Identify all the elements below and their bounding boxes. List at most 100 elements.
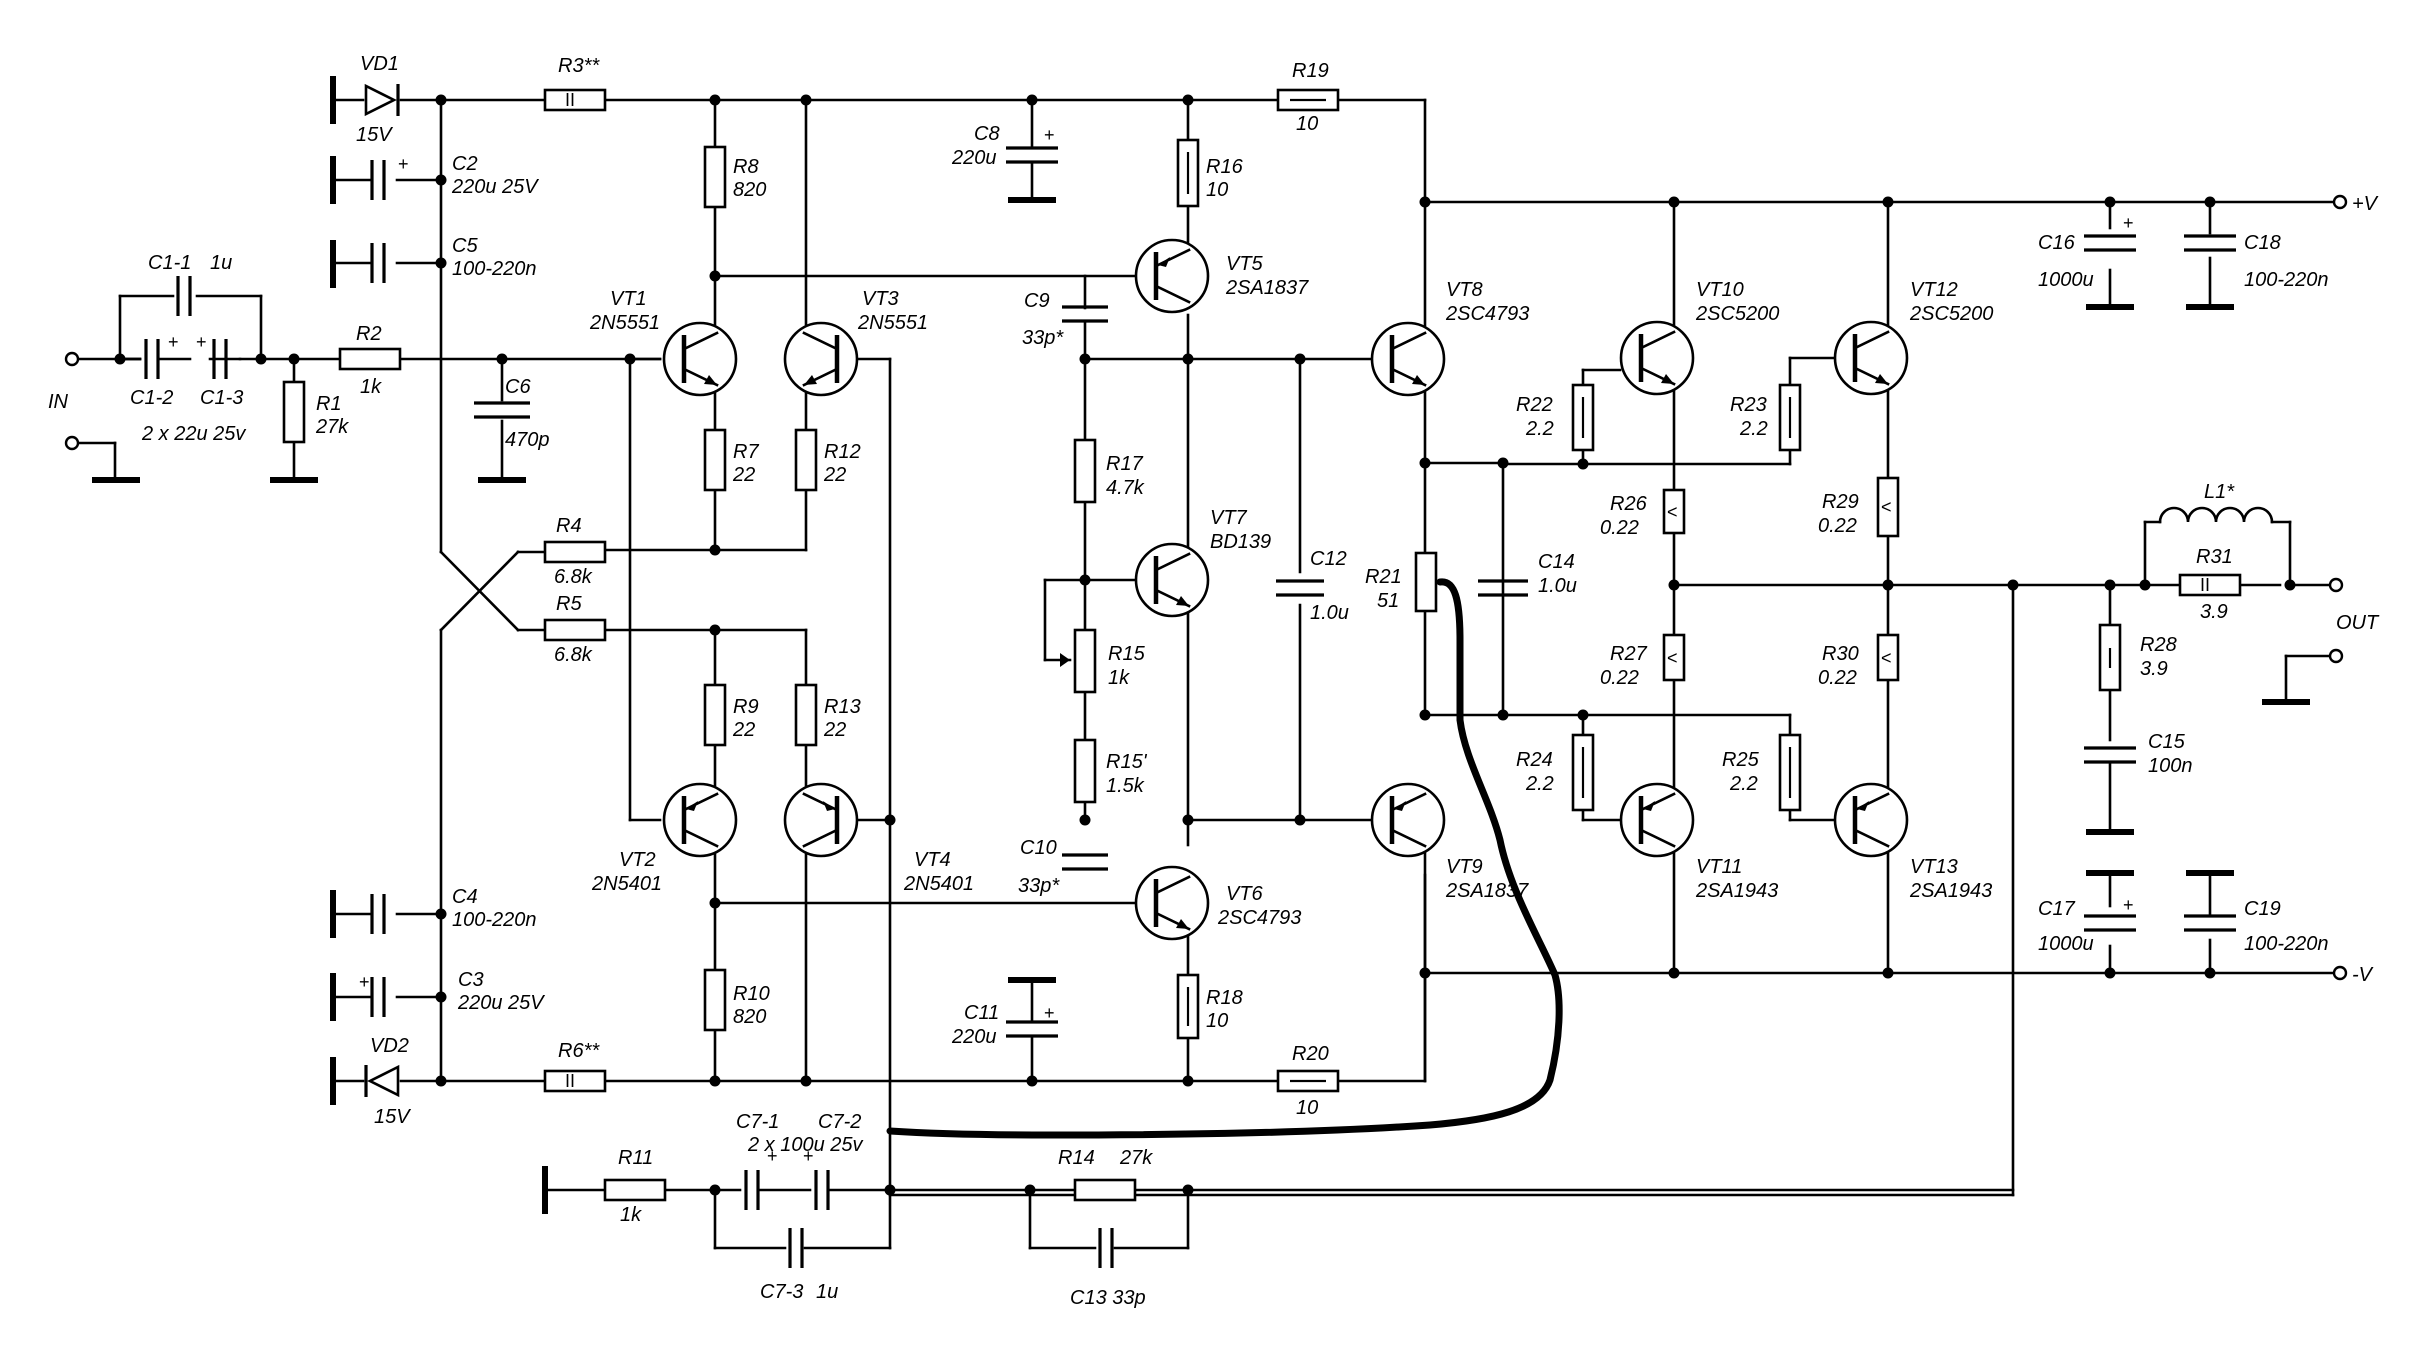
label-vt1: VT1 [610,288,647,310]
label-c6: C6 [505,376,531,398]
label-r31-value: 3.9 [2200,601,2228,623]
label-vt7: VT7 [1210,507,1248,529]
terminals [64,194,2348,981]
diode-vd2 [364,1064,400,1098]
transistors [664,240,1907,939]
label-r3: R3** [558,55,600,77]
label-c5: C5 [452,235,478,257]
label-c19: C19 [2244,898,2281,920]
label-c15-value: 100n [2148,755,2193,777]
svg-text:+: + [1044,1003,1055,1023]
label-r2: R2 [356,323,382,345]
label-c7-2: C7-2 [818,1111,861,1133]
label-r25: R25 [1722,749,1760,771]
label-vt2-value: 2N5401 [591,873,662,895]
label-vt8-value: 2SC4793 [1445,303,1529,325]
label-c9: C9 [1024,290,1050,312]
label-r19-value: 10 [1296,113,1318,135]
label-r16-value: 10 [1206,179,1228,201]
label-r21: R21 [1365,566,1402,588]
svg-text:II: II [565,1071,575,1091]
label-r5-value: 6.8k [554,644,593,666]
label-r13-value: 22 [823,719,846,741]
label-c3-value: 220u 25V [457,992,545,1014]
svg-text:+: + [1044,125,1055,145]
label-vd1-value: 15V [356,124,393,146]
label-r17-value: 4.7k [1106,477,1145,499]
label-r24-value: 2.2 [1525,773,1554,795]
label-c2: C2 [452,153,478,175]
label-r28-value: 3.9 [2140,658,2168,680]
label-r4: R4 [556,515,582,537]
label-out: OUT [2336,612,2380,634]
diode-vd1 [364,83,400,117]
label-c10-value: 33p* [1018,875,1060,897]
label-c16-value: 1000u [2038,269,2094,291]
svg-text:II: II [565,90,575,110]
label-r29: R29 [1822,491,1859,513]
label-r10-value: 820 [733,1006,766,1028]
label-r8-value: 820 [733,179,766,201]
label-c16: C16 [2038,232,2076,254]
label-vt7-value: BD139 [1210,531,1271,553]
label-c11-value: 220u [951,1026,997,1048]
label-r30-value: 0.22 [1818,667,1857,689]
ground-bars [92,76,2310,1214]
label-vt11: VT11 [1696,856,1742,878]
label-c9-value: 33p* [1022,327,1064,349]
svg-text:<: < [1881,497,1892,517]
label-c4-value: 100-220n [452,909,537,931]
label-r17: R17 [1106,453,1144,475]
svg-text:+: + [359,972,370,992]
label-r28: R28 [2140,634,2177,656]
label-r20-value: 10 [1296,1097,1318,1119]
label-c13: C13 33p [1070,1287,1146,1309]
label-c18-value: 100-220n [2244,269,2329,291]
svg-text:+: + [2123,895,2134,915]
label-r9-value: 22 [732,719,755,741]
svg-text:+: + [398,154,409,174]
label-c5-value: 100-220n [452,258,537,280]
label-vt8: VT8 [1446,279,1483,301]
label-in: IN [48,391,69,413]
label-vt9-value: 2SA1837 [1445,880,1529,902]
label-c1-note: 2 x 22u 25v [141,423,246,445]
label-vt9: VT9 [1446,856,1483,878]
label-r15p-value: 1.5k [1106,775,1145,797]
svg-text:+: + [2123,213,2134,233]
label-r29-value: 0.22 [1818,515,1857,537]
label-vneg: -V [2352,964,2374,986]
label-c7-note: 2 x 100u 25v [747,1134,864,1156]
label-c12-value: 1.0u [1310,602,1349,624]
label-vt3: VT3 [862,288,899,310]
label-vt12-value: 2SC5200 [1909,303,1993,325]
label-r31: R31 [2196,546,2233,568]
label-vt5: VT5 [1226,253,1264,275]
label-r1-value: 27k [315,416,349,438]
label-vpos: +V [2352,193,2379,215]
label-r10: R10 [733,983,770,1005]
label-r18-value: 10 [1206,1010,1228,1032]
label-c18: C18 [2244,232,2281,254]
label-vt3-value: 2N5551 [857,312,928,334]
label-r27: R27 [1610,643,1648,665]
label-c12: C12 [1310,548,1347,570]
resistors: II II II < < < < [282,88,2242,1202]
svg-text:<: < [1667,648,1678,668]
label-r20: R20 [1292,1043,1329,1065]
label-r26-value: 0.22 [1600,517,1639,539]
label-vt6: VT6 [1226,883,1264,905]
label-r6: R6** [558,1040,600,1062]
label-vt2: VT2 [619,849,656,871]
label-r4-value: 6.8k [554,566,593,588]
label-c17-value: 1000u [2038,933,2094,955]
svg-text:+: + [767,1146,778,1166]
label-r13: R13 [824,696,861,718]
label-vd2-value: 15V [374,1106,411,1128]
label-r26: R26 [1610,493,1648,515]
label-r2-value: 1k [360,376,382,398]
label-vt4: VT4 [914,849,951,871]
label-vt13: VT13 [1910,856,1958,878]
label-c1-1-value: 1u [210,252,232,274]
label-c7-3-value: 1u [816,1281,838,1303]
